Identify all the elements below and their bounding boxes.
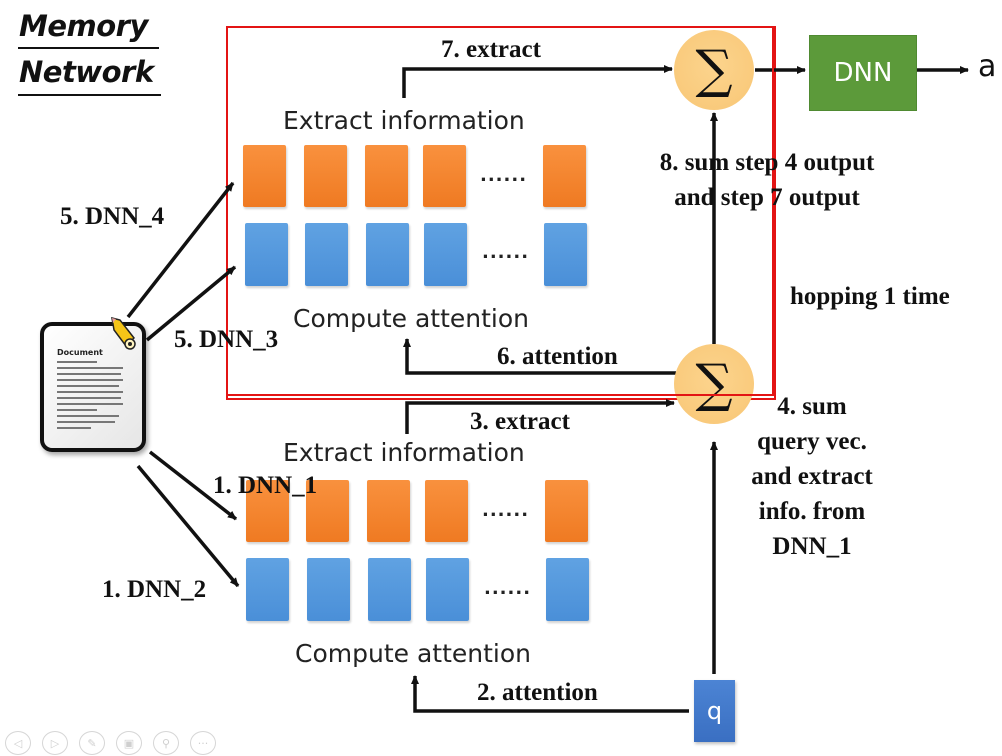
label-step6: 6. attention xyxy=(497,343,618,370)
upper-extract-cell xyxy=(365,145,408,207)
arrow-step1-dnn2 xyxy=(136,464,240,588)
document-text-line xyxy=(57,421,115,423)
lower-extract-cell xyxy=(425,480,468,542)
upper-attention-cell xyxy=(305,223,348,286)
lower-extract-label: Extract information xyxy=(283,438,525,467)
output-a: a xyxy=(978,49,997,84)
document-text-line xyxy=(57,379,123,381)
label-hopping: hopping 1 time xyxy=(790,283,950,310)
label-step5-dnn4: 5. DNN_4 xyxy=(60,203,165,230)
arrow-step5-dnn3 xyxy=(145,265,237,342)
upper-attention-label: Compute attention xyxy=(293,304,529,333)
label-step8-line2: and step 7 output xyxy=(674,184,860,211)
upper-extract-cell xyxy=(304,145,347,207)
label-step8-line1: 8. sum step 4 output xyxy=(659,149,875,176)
document-text-line xyxy=(57,385,119,387)
lower-extract-cell xyxy=(246,480,289,542)
title-underline-2 xyxy=(18,94,161,96)
upper-attention-ellipsis: ...... xyxy=(482,242,530,263)
previous-icon[interactable]: ◁ xyxy=(5,731,31,755)
arrow-step7-extract xyxy=(402,65,673,98)
label-step4-line2: query vec. xyxy=(757,428,867,455)
lower-attention-cell xyxy=(307,558,350,621)
lower-extract-ellipsis: ...... xyxy=(482,500,530,521)
lower-attention-label: Compute attention xyxy=(295,639,531,668)
hop-frame xyxy=(226,26,776,400)
upper-attention-cell xyxy=(424,223,467,286)
label-step1-dnn1: 1. DNN_1 xyxy=(213,472,318,499)
lower-attention-cell xyxy=(368,558,411,621)
label-step4-line3: and extract xyxy=(751,463,873,490)
upper-attention-cell xyxy=(544,223,587,286)
title-underline-1 xyxy=(18,47,159,49)
label-step4-line4: info. from xyxy=(758,498,866,525)
dnn-box: DNN xyxy=(809,35,917,111)
upper-extract-cell xyxy=(243,145,286,207)
lower-attention-cell xyxy=(546,558,589,621)
label-step4-line5: DNN_1 xyxy=(772,533,852,560)
label-step2: 2. attention xyxy=(477,679,598,706)
document-text-line xyxy=(57,361,97,363)
document-text-line xyxy=(57,373,121,375)
pen-icon[interactable]: ✎ xyxy=(79,731,105,755)
pencil-icon xyxy=(111,316,136,350)
sum-node-bottom: ∑ xyxy=(674,344,754,424)
document-text-line xyxy=(57,391,123,393)
hop-frame-right-edge xyxy=(772,26,774,396)
upper-extract-label: Extract information xyxy=(283,106,525,135)
document-text-line xyxy=(57,415,119,417)
slides-icon[interactable]: ▣ xyxy=(116,731,142,755)
document-text-line xyxy=(57,367,123,369)
arrow-step6-attention xyxy=(403,338,676,375)
more-icon[interactable]: ··· xyxy=(190,731,216,755)
arrow-step2-attention xyxy=(411,675,689,713)
title-network: Network xyxy=(19,55,154,89)
upper-extract-cell xyxy=(423,145,466,207)
document-text-line xyxy=(57,427,91,429)
lower-extract-cell xyxy=(306,480,349,542)
arrow-step3-extract xyxy=(405,399,675,434)
arrow-step5-dnn4 xyxy=(126,181,235,319)
label-step3: 3. extract xyxy=(470,408,570,435)
upper-attention-cell xyxy=(366,223,409,286)
query-box: q xyxy=(694,680,735,742)
upper-extract-cell xyxy=(543,145,586,207)
hop-frame-bottom-edge xyxy=(226,394,774,396)
label-step4-line1: 4. sum xyxy=(777,393,847,420)
zoom-icon[interactable]: ⚲ xyxy=(153,731,179,755)
label-step5-dnn3: 5. DNN_3 xyxy=(174,326,279,353)
lower-attention-ellipsis: ...... xyxy=(484,578,532,599)
lower-extract-cell xyxy=(545,480,588,542)
lower-attention-cell xyxy=(246,558,289,621)
lower-attention-cell xyxy=(426,558,469,621)
sum-node-top: ∑ xyxy=(674,30,754,110)
label-step1-dnn2: 1. DNN_2 xyxy=(102,576,207,603)
title-memory: Memory xyxy=(19,9,148,43)
document-text-line xyxy=(57,397,121,399)
next-icon[interactable]: ▷ xyxy=(42,731,68,755)
label-step4: 4. sum query vec. and extract info. from… xyxy=(732,389,892,564)
label-step8: 8. sum step 4 output and step 7 output xyxy=(630,145,904,215)
upper-extract-ellipsis: ...... xyxy=(480,165,528,186)
document-text-line xyxy=(57,409,97,411)
document-text-line xyxy=(57,403,123,405)
upper-attention-cell xyxy=(245,223,288,286)
label-step7: 7. extract xyxy=(441,36,541,63)
document-title: Document xyxy=(57,348,103,357)
arrow-step1-dnn1 xyxy=(148,450,238,521)
lower-extract-cell xyxy=(367,480,410,542)
